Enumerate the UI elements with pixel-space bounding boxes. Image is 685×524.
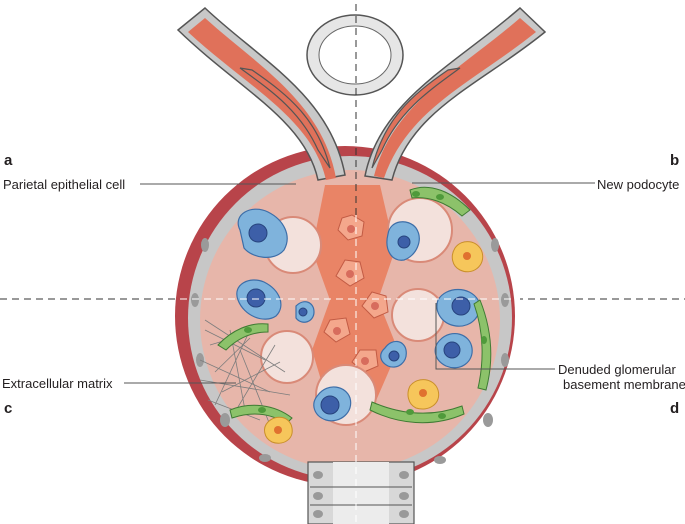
arteriole-left (176, 7, 346, 181)
label-extracellular-matrix: Extracellular matrix (2, 376, 113, 391)
panel-label-d: d (670, 400, 680, 417)
new-podocyte-nuclei (244, 191, 487, 419)
panel-label-a: a (4, 152, 13, 169)
label-denuded-gbm-line1: Denuded glomerular (558, 362, 676, 377)
proximal-tubule (307, 461, 415, 524)
label-parietal-epithelial-cell: Parietal epithelial cell (3, 177, 126, 192)
label-denuded-gbm-line2: basement membrane (563, 377, 685, 392)
arteriole-right (364, 6, 547, 181)
panel-label-c: c (4, 400, 13, 417)
side-vessels (239, 67, 461, 169)
label-new-podocyte: New podocyte (597, 177, 680, 192)
panel-label-b: b (670, 152, 680, 169)
podocyte-nuclei (246, 223, 471, 415)
leader-gbm (435, 303, 555, 370)
parietal-cell-ring (191, 238, 509, 464)
